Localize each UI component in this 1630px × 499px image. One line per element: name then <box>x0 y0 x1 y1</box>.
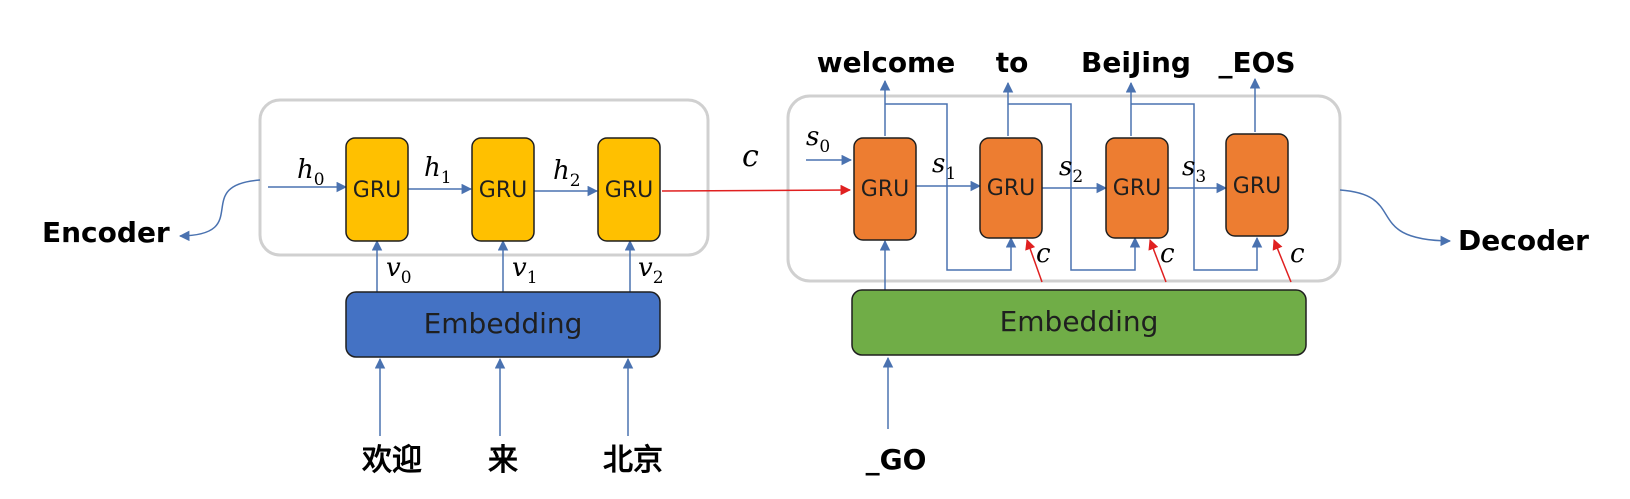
encoder-gru-2-label: GRU <box>605 178 653 203</box>
encoder-hidden-state-0: h0 <box>297 155 325 190</box>
decoder-gru-3-label: GRU <box>1233 174 1281 199</box>
encoder-input-2: 北京 <box>603 443 663 478</box>
decoder-state-1: s1 <box>932 149 956 184</box>
decoder-gru-2-label: GRU <box>1113 176 1161 201</box>
encoder-gru-0: GRU <box>345 137 409 242</box>
decoder-output-1: to <box>996 46 1029 79</box>
decoder-label: Decoder <box>1458 224 1589 257</box>
encoder-label-connector <box>178 179 261 242</box>
decoder-context-arrow-2 <box>1148 239 1167 283</box>
decoder-context-label-3: c <box>1290 239 1305 269</box>
decoder-embedding-label: Embedding <box>1000 305 1159 338</box>
context-arrow <box>661 184 852 196</box>
decoder-context-label-1: c <box>1036 239 1051 269</box>
encoder-embed-vector-0: v0 <box>386 253 412 288</box>
decoder-gru-0: GRU <box>853 137 917 241</box>
decoder-gru-1: GRU <box>979 137 1043 239</box>
decoder-output-3: _EOS <box>1218 46 1295 79</box>
decoder-output-2: BeiJing <box>1081 46 1191 79</box>
decoder-container <box>786 94 1342 283</box>
decoder-context-label-2: c <box>1160 239 1175 269</box>
encoder-label: Encoder <box>42 216 170 249</box>
encoder-gru-1: GRU <box>471 137 535 242</box>
context-label: c <box>742 139 759 174</box>
decoder-context-arrow-1 <box>1025 239 1043 283</box>
encoder-hidden-state-1: h1 <box>424 153 452 188</box>
decoder-embedding: Embedding <box>851 289 1307 356</box>
encoder-embed-vector-2: v2 <box>638 253 664 288</box>
encoder-input-1: 来 <box>488 443 518 478</box>
decoder-output-0: welcome <box>817 46 955 79</box>
encoder-embedding: Embedding <box>345 291 661 358</box>
encoder-hidden-state-2: h2 <box>553 156 581 191</box>
decoder-label-connector <box>1339 189 1452 247</box>
encoder-gru-2: GRU <box>597 137 661 242</box>
encoder-input-0: 欢迎 <box>361 443 422 478</box>
decoder-start-token: _GO <box>866 443 927 476</box>
decoder-state-3: s3 <box>1182 152 1206 187</box>
decoder-feedback-loop-1 <box>885 103 1017 271</box>
encoder-container <box>258 98 710 257</box>
decoder-gru-0-label: GRU <box>861 177 909 202</box>
decoder-feedback-loop-3 <box>1131 103 1263 271</box>
decoder-state-0: s0 <box>806 122 830 157</box>
encoder-embedding-label: Embedding <box>424 307 583 340</box>
decoder-feedback-loop-2 <box>1008 103 1141 271</box>
decoder-gru-2: GRU <box>1105 137 1169 239</box>
decoder-gru-3: GRU <box>1225 133 1289 237</box>
decoder-state-2: s2 <box>1059 152 1083 187</box>
encoder-gru-1-label: GRU <box>479 178 527 203</box>
decoder-context-arrow-3 <box>1272 239 1292 283</box>
encoder-gru-0-label: GRU <box>353 178 401 203</box>
decoder-gru-1-label: GRU <box>987 176 1035 201</box>
encoder-embed-vector-1: v1 <box>512 253 538 288</box>
